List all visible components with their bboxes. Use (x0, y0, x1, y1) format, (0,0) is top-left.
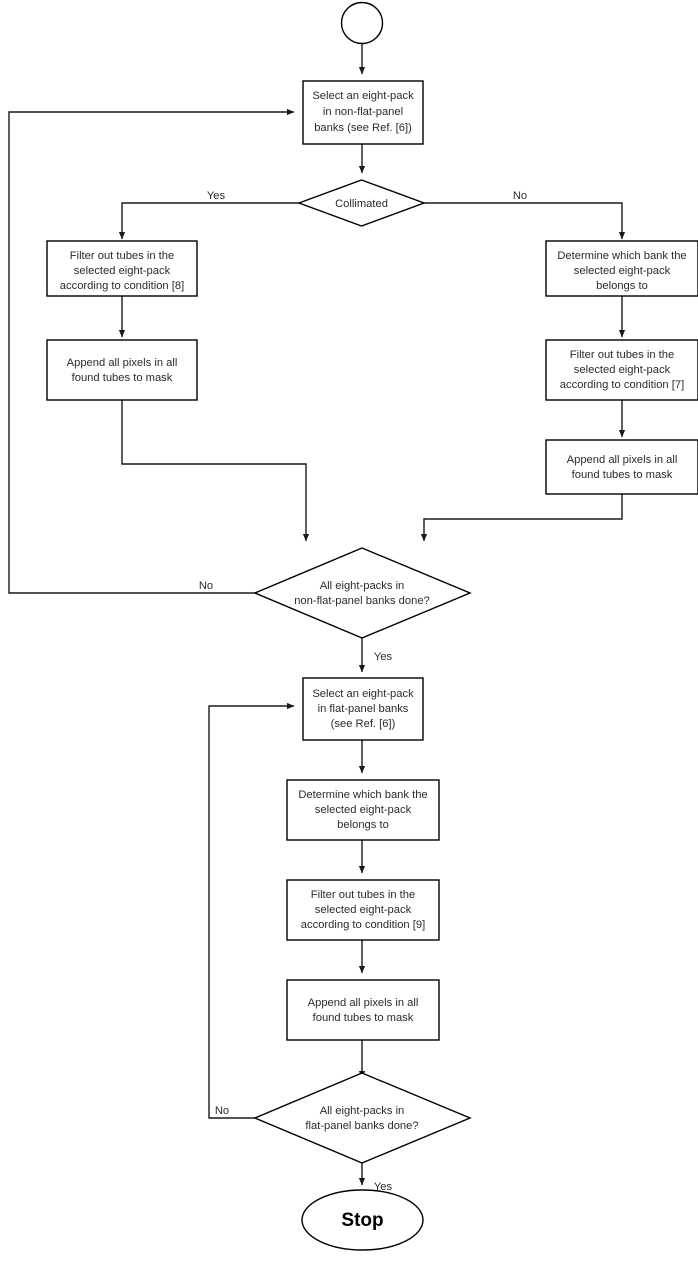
all-nonflat-done-diamond[interactable] (253, 547, 472, 639)
collimated-label: Collimated (335, 198, 388, 210)
node-select-nonflat[interactable]: Select an eight-pack in non-flat-panel b… (302, 80, 424, 145)
edge-flat-no-loopback (208, 702, 295, 1119)
filter-cond9-line-1: Filter out tubes in the (311, 889, 415, 901)
append-left-line-1: Append all pixels in all (67, 357, 178, 369)
filter-cond8-line-1: Filter out tubes in the (70, 250, 174, 262)
edge-append-left-to-nonflat-done (121, 400, 310, 542)
determine-bank-right-line-2: selected eight-pack (574, 265, 671, 277)
append-right-line-2: found tubes to mask (572, 469, 673, 481)
all-nonflat-done-line-1: All eight-packs in (320, 580, 405, 592)
filter-cond8-line-2: selected eight-pack (74, 265, 171, 277)
select-nonflat-line-2: in non-flat-panel (323, 106, 403, 118)
stop-label: Stop (341, 1210, 383, 1231)
determine-bank-right-line-1: Determine which bank the (557, 250, 686, 262)
filter-cond8-line-3: according to condition [8] (60, 280, 184, 292)
append-left-box[interactable] (46, 339, 198, 401)
filter-cond7-box[interactable] (545, 339, 698, 401)
edge-collimated-yes (118, 202, 299, 240)
select-flat-box[interactable] (302, 677, 424, 741)
filter-cond9-line-3: according to condition [9] (301, 919, 425, 931)
collimated-diamond[interactable] (296, 179, 427, 227)
filter-cond7-line-3: according to condition [7] (560, 379, 684, 391)
all-flat-done-diamond[interactable] (253, 1072, 472, 1164)
determine-bank-flat-line-3: belongs to (337, 819, 389, 831)
start-circle[interactable] (340, 1, 384, 45)
determine-bank-flat-line-2: selected eight-pack (315, 804, 412, 816)
node-start[interactable] (340, 1, 384, 45)
node-collimated[interactable]: Collimated (296, 179, 427, 227)
node-determine-bank-flat[interactable]: Determine which bank the selected eight-… (286, 779, 440, 841)
append-flat-line-2: found tubes to mask (313, 1012, 414, 1024)
node-select-flat[interactable]: Select an eight-pack in flat-panel banks… (302, 677, 424, 741)
edge-label-nonflat-no: No (199, 580, 213, 592)
determine-bank-flat-line-1: Determine which bank the (298, 789, 427, 801)
append-flat-line-1: Append all pixels in all (308, 997, 419, 1009)
node-determine-bank-right[interactable]: Determine which bank the selected eight-… (545, 240, 698, 297)
node-all-nonflat-done[interactable]: All eight-packs in non-flat-panel banks … (253, 547, 472, 639)
filter-cond9-box[interactable] (286, 879, 440, 941)
determine-bank-right-line-3: belongs to (596, 280, 648, 292)
filter-cond7-line-2: selected eight-pack (574, 364, 671, 376)
all-flat-done-line-2: flat-panel banks done? (305, 1120, 418, 1132)
filter-cond7-line-1: Filter out tubes in the (570, 349, 674, 361)
select-nonflat-box[interactable] (302, 80, 424, 145)
node-append-right[interactable]: Append all pixels in all found tubes to … (545, 439, 698, 495)
node-filter-cond9[interactable]: Filter out tubes in the selected eight-p… (286, 879, 440, 941)
edge-label-flat-yes: Yes (374, 1181, 393, 1193)
edge-label-collimated-yes: Yes (207, 190, 226, 202)
select-flat-line-2: in flat-panel banks (318, 703, 409, 715)
all-flat-done-line-1: All eight-packs in (320, 1105, 405, 1117)
edge-append-right-to-nonflat-done (420, 494, 623, 542)
stop-ellipse[interactable] (301, 1189, 424, 1251)
edges-layer (8, 43, 626, 1186)
edge-label-collimated-no: No (513, 190, 527, 202)
node-filter-cond7[interactable]: Filter out tubes in the selected eight-p… (545, 339, 698, 401)
edge-label-nonflat-yes: Yes (374, 651, 393, 663)
append-flat-box[interactable] (286, 979, 440, 1041)
filter-cond8-box[interactable] (46, 240, 198, 297)
node-append-left[interactable]: Append all pixels in all found tubes to … (46, 339, 198, 401)
determine-bank-flat-box[interactable] (286, 779, 440, 841)
append-right-line-1: Append all pixels in all (567, 454, 678, 466)
node-stop[interactable]: Stop (301, 1189, 424, 1251)
select-nonflat-line-3: banks (see Ref. [6]) (314, 122, 412, 134)
all-nonflat-done-line-2: non-flat-panel banks done? (294, 595, 430, 607)
node-all-flat-done[interactable]: All eight-packs in flat-panel banks done… (253, 1072, 472, 1164)
append-left-line-2: found tubes to mask (72, 372, 173, 384)
edge-collimated-no (424, 202, 626, 240)
select-flat-line-3: (see Ref. [6]) (331, 718, 396, 730)
edge-label-flat-no: No (215, 1105, 229, 1117)
filter-cond9-line-2: selected eight-pack (315, 904, 412, 916)
edge-nonflat-no-loopback (8, 108, 295, 594)
append-right-box[interactable] (545, 439, 698, 495)
determine-bank-right-box[interactable] (545, 240, 698, 297)
edge-labels-layer: Yes No No Yes No Yes (199, 190, 527, 1193)
select-flat-line-1: Select an eight-pack (312, 688, 414, 700)
select-nonflat-line-1: Select an eight-pack (312, 90, 414, 102)
node-append-flat[interactable]: Append all pixels in all found tubes to … (286, 979, 440, 1041)
node-filter-cond8[interactable]: Filter out tubes in the selected eight-p… (46, 240, 198, 297)
